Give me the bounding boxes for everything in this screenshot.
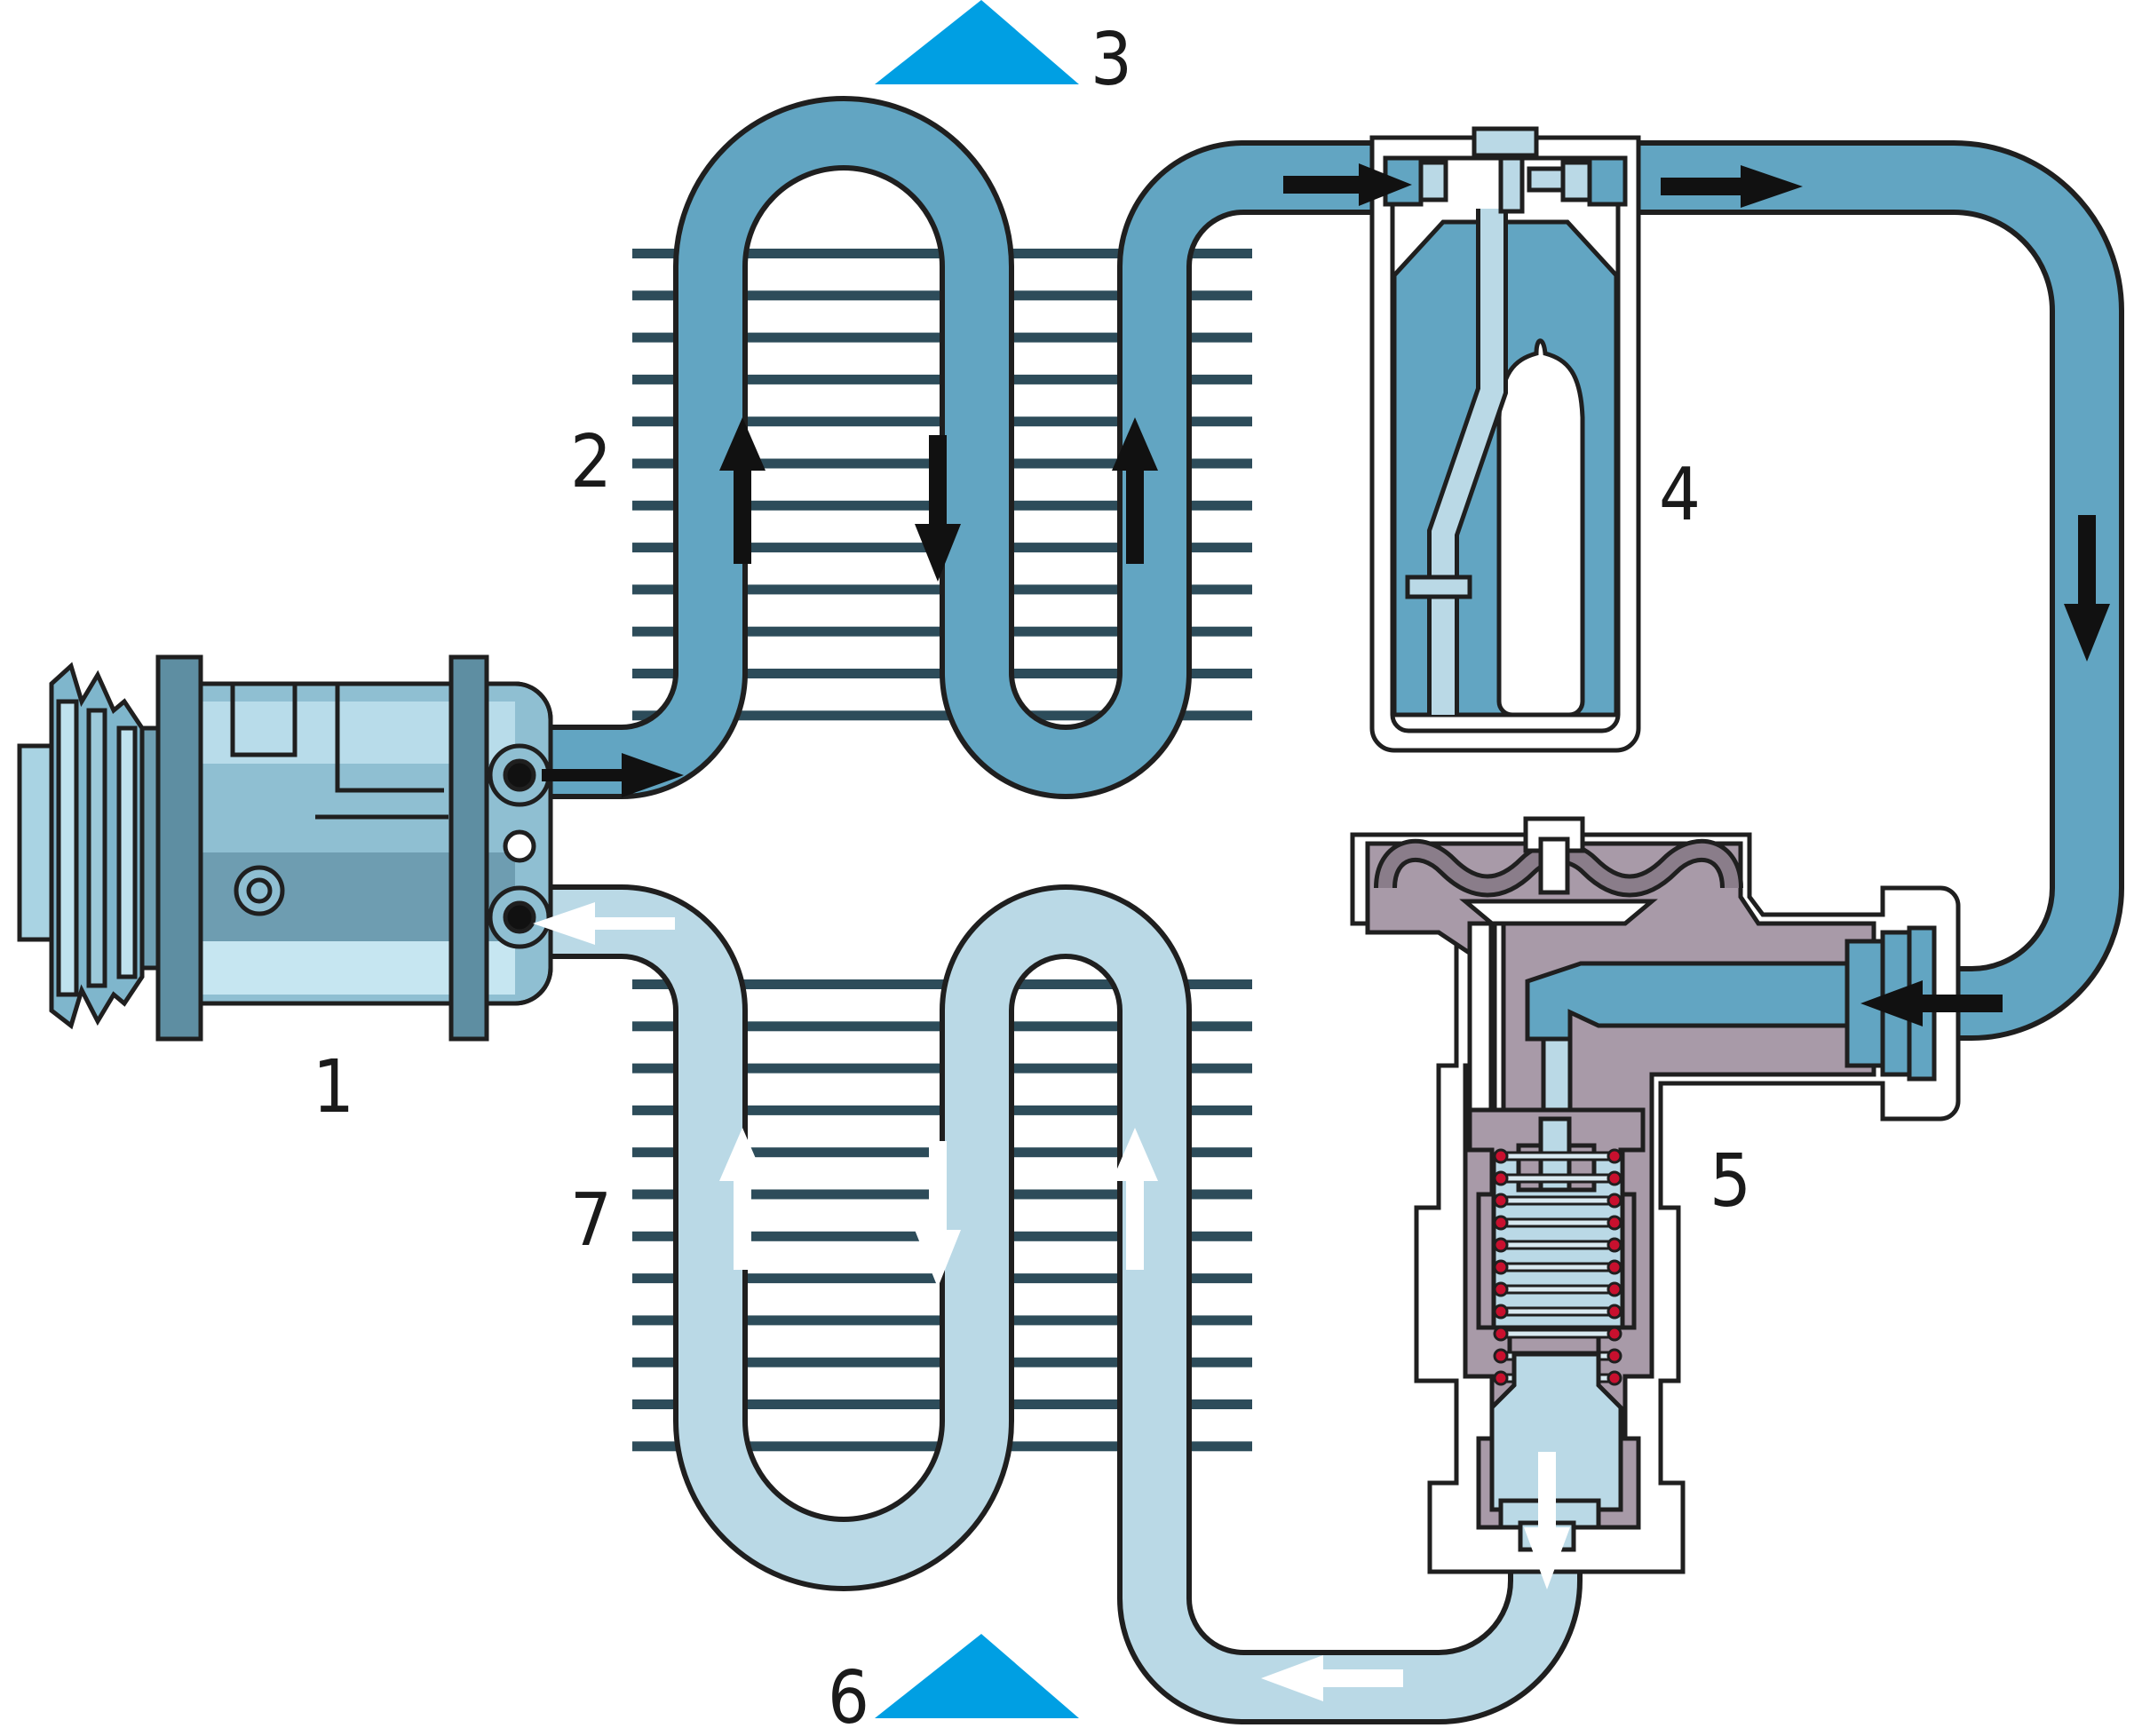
flow-arrows-light [533, 902, 1570, 1701]
label-receiver-drier: 4 [1659, 453, 1701, 537]
label-compressor: 1 [313, 1045, 354, 1130]
spring-dot [1606, 1148, 1622, 1164]
spring-dot [1606, 1193, 1622, 1209]
spring-coil [1499, 1217, 1616, 1228]
spring-coil [1499, 1284, 1616, 1295]
spring-coil [1499, 1173, 1616, 1184]
compressor [17, 654, 553, 1042]
spring-dot [1493, 1259, 1509, 1275]
receiver-drier [1369, 126, 1641, 753]
spring-coil [1499, 1262, 1616, 1272]
spring-dot [1606, 1326, 1622, 1342]
fin [632, 710, 1252, 721]
label-airflow-top: 3 [1091, 18, 1132, 102]
fin [632, 979, 1252, 989]
valve-spring [1493, 1148, 1622, 1386]
label-expansion-valve: 5 [1710, 1139, 1751, 1224]
spring-dot [1606, 1259, 1622, 1275]
spring-dot [1606, 1370, 1622, 1386]
spring-coil [1499, 1240, 1616, 1250]
label-condenser: 2 [570, 420, 612, 504]
spring-dot [1493, 1326, 1509, 1342]
spring-dot [1493, 1348, 1509, 1364]
spring-coil [1499, 1306, 1616, 1317]
airflow-triangle-top [875, 0, 1079, 84]
spring-dot [1606, 1170, 1622, 1186]
high-pressure-line [533, 96, 2124, 1041]
spring-dot [1493, 1148, 1509, 1164]
spring-dot [1493, 1237, 1509, 1253]
spring-dot [1493, 1193, 1509, 1209]
low-pressure-line [533, 884, 1583, 1724]
label-evaporator: 7 [570, 1178, 612, 1263]
spring-dot [1606, 1348, 1622, 1364]
spring-dot [1606, 1281, 1622, 1297]
spring-dot [1606, 1215, 1622, 1231]
flow-arrows-dark [542, 163, 2110, 1027]
expansion-valve [1350, 816, 1961, 1574]
label-airflow-bottom: 6 [828, 1656, 869, 1736]
spring-coil [1499, 1328, 1616, 1339]
spring-dot [1493, 1304, 1509, 1320]
spring-dot [1606, 1304, 1622, 1320]
spring-dot [1493, 1370, 1509, 1386]
spring-dot [1606, 1237, 1622, 1253]
spring-dot [1493, 1215, 1509, 1231]
spring-dot [1493, 1281, 1509, 1297]
spring-dot [1493, 1170, 1509, 1186]
spring-coil [1499, 1151, 1616, 1161]
spring-coil [1499, 1195, 1616, 1206]
airflow-triangle-bottom [875, 1634, 1079, 1718]
